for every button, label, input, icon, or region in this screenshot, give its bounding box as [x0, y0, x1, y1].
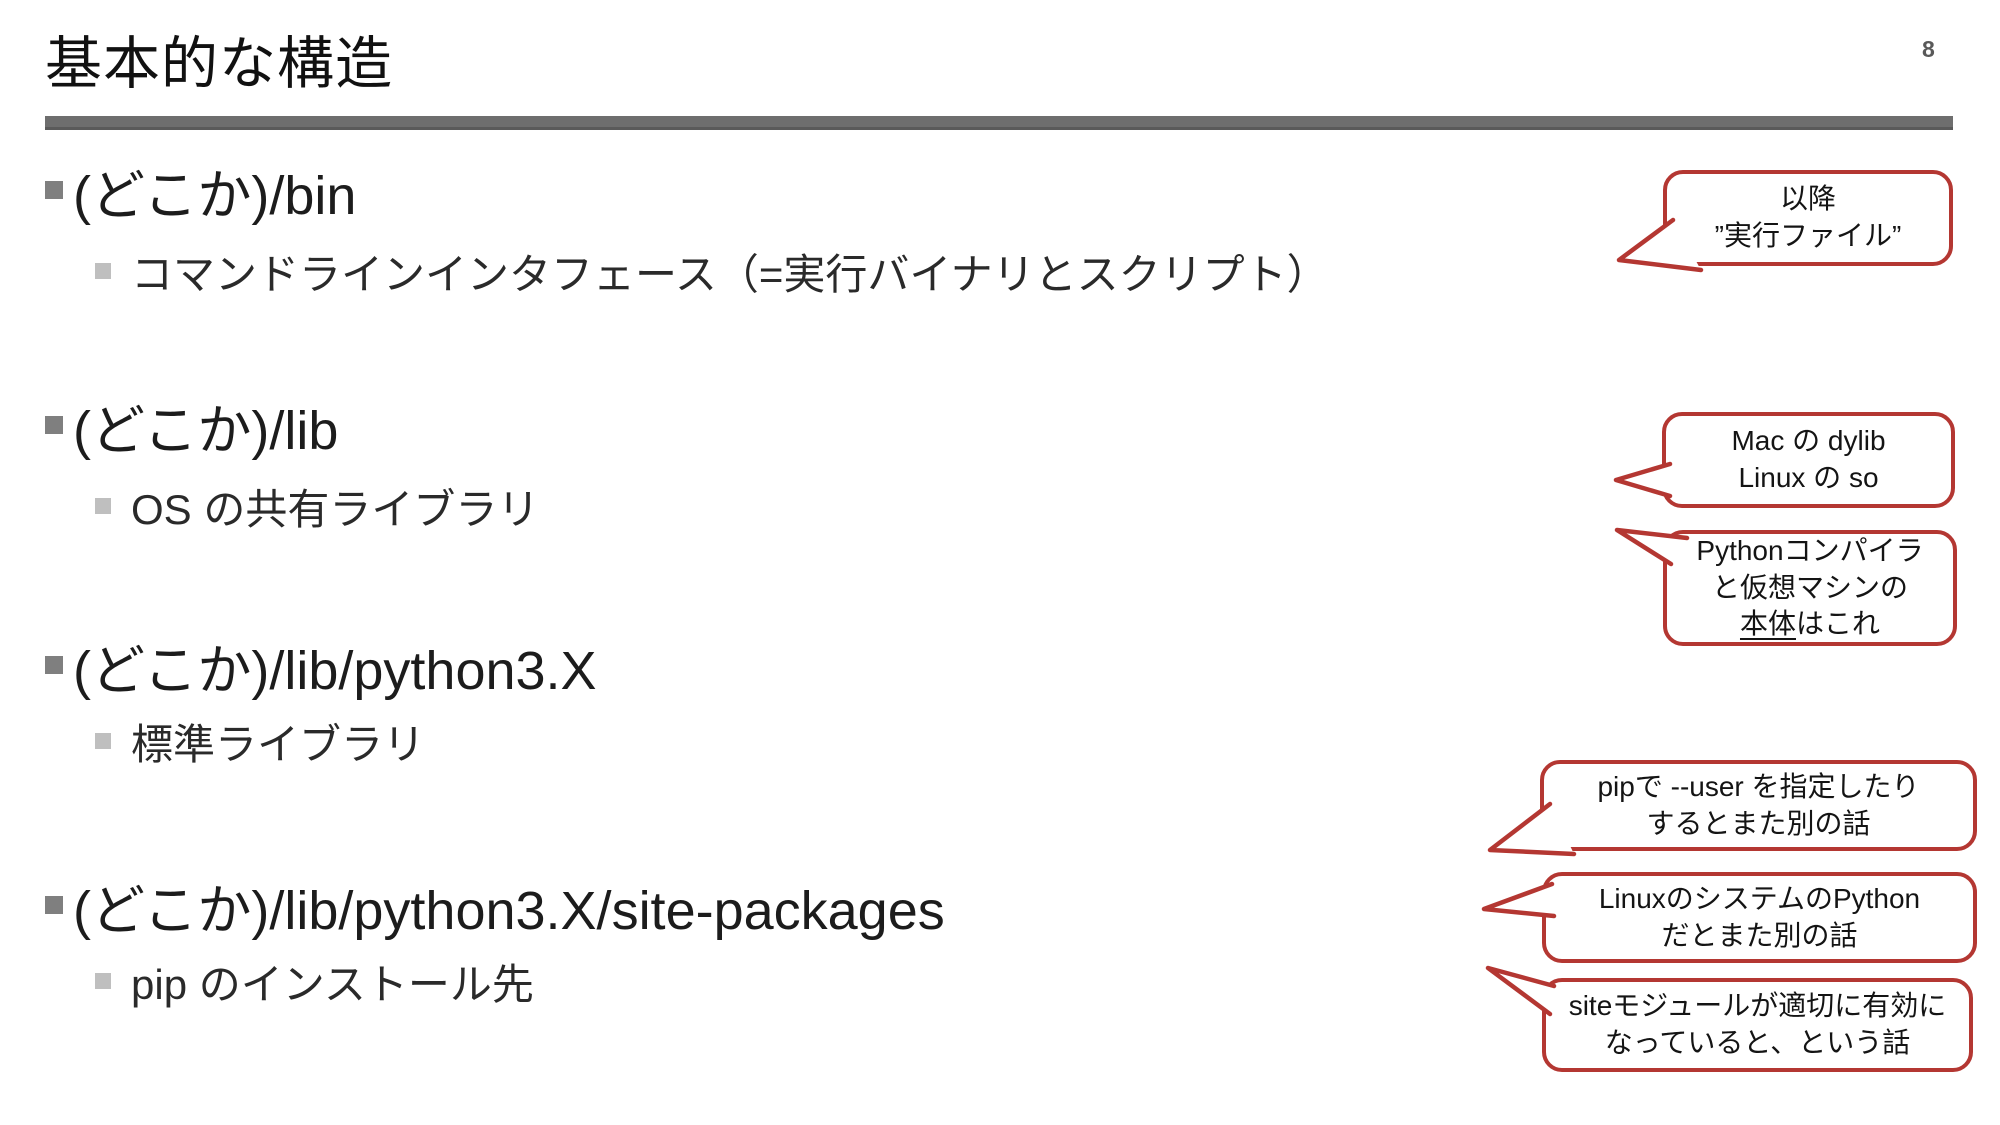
bullet-square-icon [95, 498, 111, 514]
speech-bubble-python-core: Pythonコンパイラと仮想マシンの本体はこれ [1614, 527, 1957, 646]
speech-bubble-site-module: siteモジュールが適切に有効になっていると、という話 [1485, 965, 1973, 1072]
slide-title: 基本的な構造 [45, 32, 393, 96]
speech-bubble-pip-user: pipで --user を指定したりするとまた別の話 [1487, 760, 1977, 857]
bullet-item-lib: (どこか)/lib [45, 387, 338, 463]
bullet-item-python3x: (どこか)/lib/python3.X [45, 627, 597, 703]
bullet-square-icon [95, 733, 111, 749]
bullet-square-icon [45, 896, 63, 914]
bullet-square-icon [95, 973, 111, 989]
bullet-square-icon [95, 263, 111, 279]
speech-bubble-text: siteモジュールが適切に有効になっていると、という話 [1568, 990, 1947, 1058]
bullet-subitem-bin: コマンドラインインタフェース（=実行バイナリとスクリプト） [95, 243, 1329, 299]
bullet-subitem-python3x: 標準ライブラリ [95, 713, 425, 769]
speech-bubble-text: 以降”実行ファイル” [1714, 183, 1902, 251]
bullet-label: (どこか)/bin [73, 165, 357, 226]
bullet-sublabel: pip のインストール先 [131, 960, 534, 1008]
title-divider-bar [45, 116, 1953, 130]
bullet-label: (どこか)/lib [73, 400, 339, 461]
bullet-item-bin: (どこか)/bin [45, 152, 356, 228]
speech-bubble-text: Pythonコンパイラと仮想マシンの本体はこれ [1696, 534, 1924, 640]
bullet-subitem-site-packages: pip のインストール先 [95, 953, 534, 1009]
bullet-sublabel: コマンドラインインタフェース（=実行バイナリとスクリプト） [131, 250, 1329, 298]
bullet-label: (どこか)/lib/python3.X/site-packages [73, 880, 945, 941]
speech-bubble-exec-file: 以降”実行ファイル” [1616, 170, 1953, 273]
bullet-sublabel: OS の共有ライブラリ [131, 485, 540, 533]
bullet-label: (どこか)/lib/python3.X [73, 640, 597, 701]
bullet-subitem-lib: OS の共有ライブラリ [95, 478, 539, 534]
bullet-sublabel: 標準ライブラリ [131, 720, 426, 768]
speech-bubble-text: pipで --user を指定したりするとまた別の話 [1597, 770, 1920, 839]
bullet-square-icon [45, 656, 63, 674]
bullet-item-site-packages: (どこか)/lib/python3.X/site-packages [45, 867, 945, 943]
bullet-square-icon [45, 416, 63, 434]
page-number: 8 [1922, 36, 1935, 62]
bullet-square-icon [45, 181, 63, 199]
